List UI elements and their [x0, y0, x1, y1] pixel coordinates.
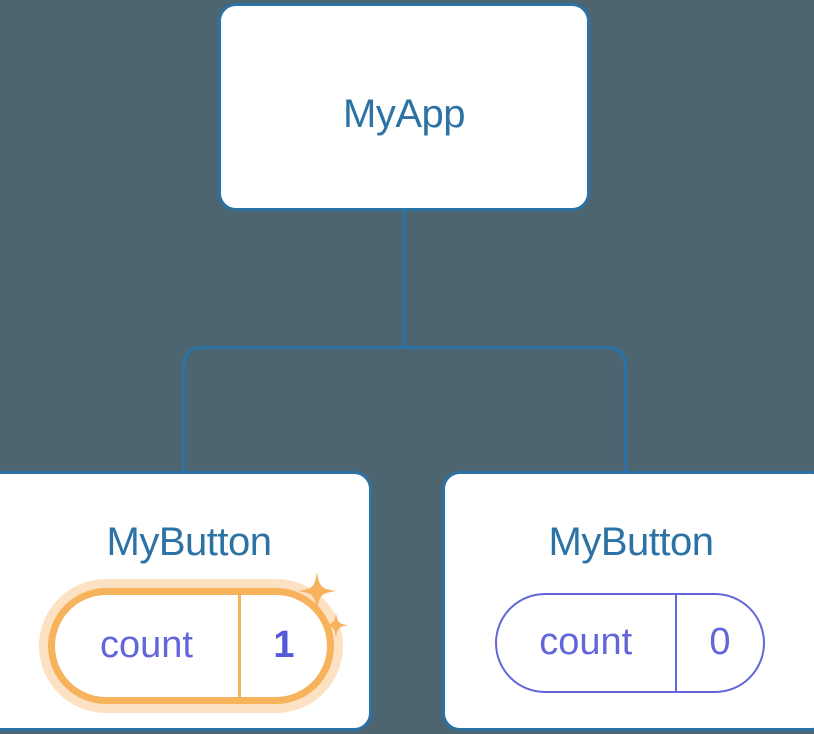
- state-pill-left-divider: [238, 595, 241, 697]
- state-pill-left-key: count: [100, 624, 193, 666]
- state-pill-right-key: count: [539, 621, 633, 663]
- connector-children-bracket: [181, 345, 628, 471]
- state-pill-left-wrapper: count 1: [48, 588, 334, 704]
- state-pill-right-divider: [674, 595, 677, 691]
- node-mybutton-right[interactable]: MyButton count 0: [442, 471, 814, 731]
- node-myapp[interactable]: MyApp: [218, 3, 590, 211]
- state-pill-right[interactable]: count 0: [495, 593, 765, 693]
- node-mybutton-left[interactable]: MyButton count 1: [0, 471, 372, 731]
- node-myapp-title: MyApp: [343, 92, 466, 136]
- node-mybutton-right-title: MyButton: [548, 520, 714, 564]
- state-pill-right-value: 0: [709, 621, 731, 663]
- state-pill-left-value: 1: [273, 624, 295, 666]
- node-mybutton-left-title: MyButton: [106, 520, 272, 564]
- state-pill-right-wrapper: count 0: [495, 593, 765, 693]
- state-pill-left[interactable]: count 1: [48, 588, 334, 704]
